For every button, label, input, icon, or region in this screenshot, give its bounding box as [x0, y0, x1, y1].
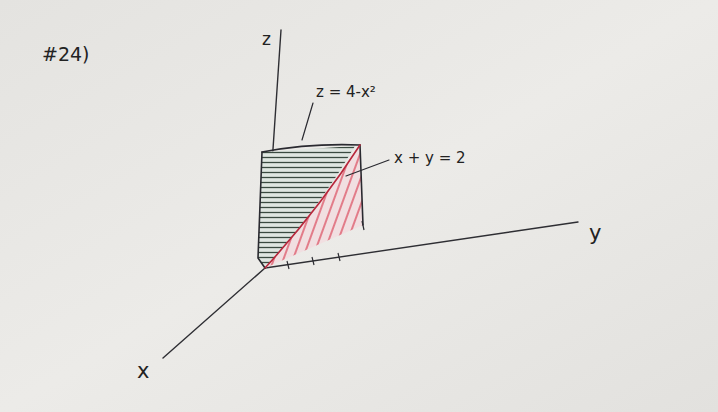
plane-face-fill: [265, 145, 363, 268]
right-edge: [360, 145, 363, 225]
tick: [362, 221, 364, 230]
tick: [312, 257, 314, 265]
plane-face-hatch: [265, 145, 363, 268]
axis-label: x: [137, 360, 149, 383]
axis-label: y: [589, 222, 601, 245]
left-edge: [258, 152, 265, 268]
top-curve: [262, 145, 360, 152]
leader-line: [346, 160, 389, 176]
problem-number: #24): [42, 44, 90, 65]
leader-line: [302, 103, 313, 140]
surface-label: z = 4-x²: [316, 84, 376, 101]
axis-label: z: [262, 30, 271, 49]
intersection-curve: [265, 145, 360, 268]
tick: [338, 253, 340, 261]
plane-label: x + y = 2: [394, 150, 466, 167]
tick: [287, 261, 289, 269]
x-axis: [163, 268, 265, 358]
